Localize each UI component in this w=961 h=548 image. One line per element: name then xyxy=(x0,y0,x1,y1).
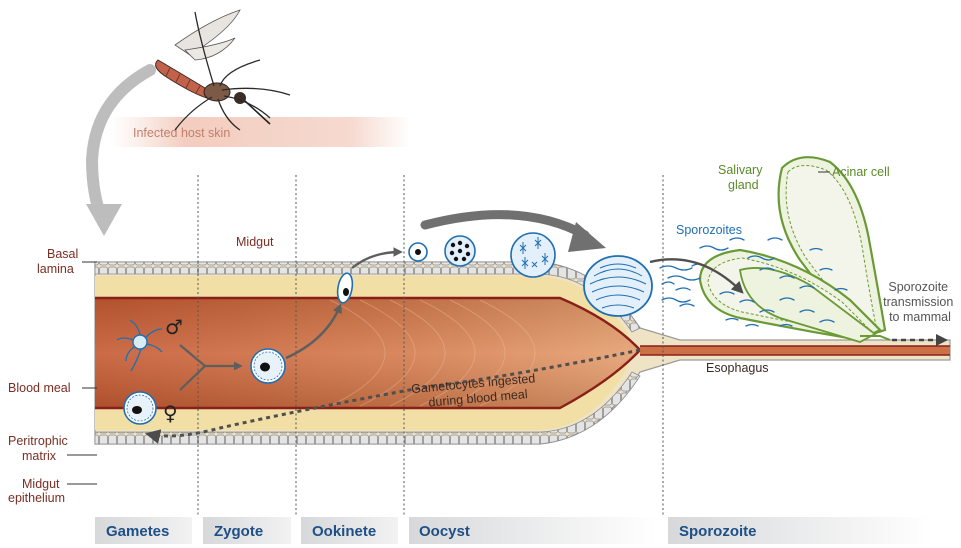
stage-bar: Gametes Zygote Ookinete Oocyst Sporozoit… xyxy=(95,517,934,544)
oocyst-rupturing-icon xyxy=(584,256,652,316)
sporozoites-label: Sporozoites xyxy=(676,223,742,237)
stage-sporozoite-label: Sporozoite xyxy=(679,523,757,540)
female-gamete-icon xyxy=(124,392,156,424)
ingestion-arrow xyxy=(86,70,150,236)
host-skin-label: Infected host skin xyxy=(133,126,230,140)
oocyst-early-icon xyxy=(409,243,427,261)
esophagus-label: Esophagus xyxy=(706,361,769,375)
blood-meal-label: Blood meal xyxy=(8,381,71,395)
basal-lamina-label: Basal lamina xyxy=(37,247,82,276)
left-leader-lines xyxy=(67,262,97,484)
peritrophic-matrix-label: Peritrophic matrix xyxy=(8,434,71,463)
stage-gametes-label: Gametes xyxy=(106,523,169,540)
oocyst-dividing-icon xyxy=(445,236,475,266)
zygote-icon xyxy=(251,349,285,383)
salivary-gland-label: Salivary gland xyxy=(718,163,766,192)
host-skin: Infected host skin xyxy=(110,117,410,147)
midgut-epithelium-label: Midgut epithelium xyxy=(8,477,65,505)
stage-ookinete-label: Ookinete xyxy=(312,523,376,540)
transmission-label: Sporozoite transmission to mammal xyxy=(883,280,957,324)
midgut-label: Midgut xyxy=(236,235,274,249)
female-symbol: ♀ xyxy=(163,401,178,425)
mosquito-icon xyxy=(156,10,290,130)
stage-oocyst-label: Oocyst xyxy=(419,523,470,540)
oocyst-mature-icon xyxy=(511,233,555,277)
male-symbol: ♂ xyxy=(165,315,183,339)
acinar-cell-label: Acinar cell xyxy=(832,165,890,179)
stage-zygote-label: Zygote xyxy=(214,523,263,540)
